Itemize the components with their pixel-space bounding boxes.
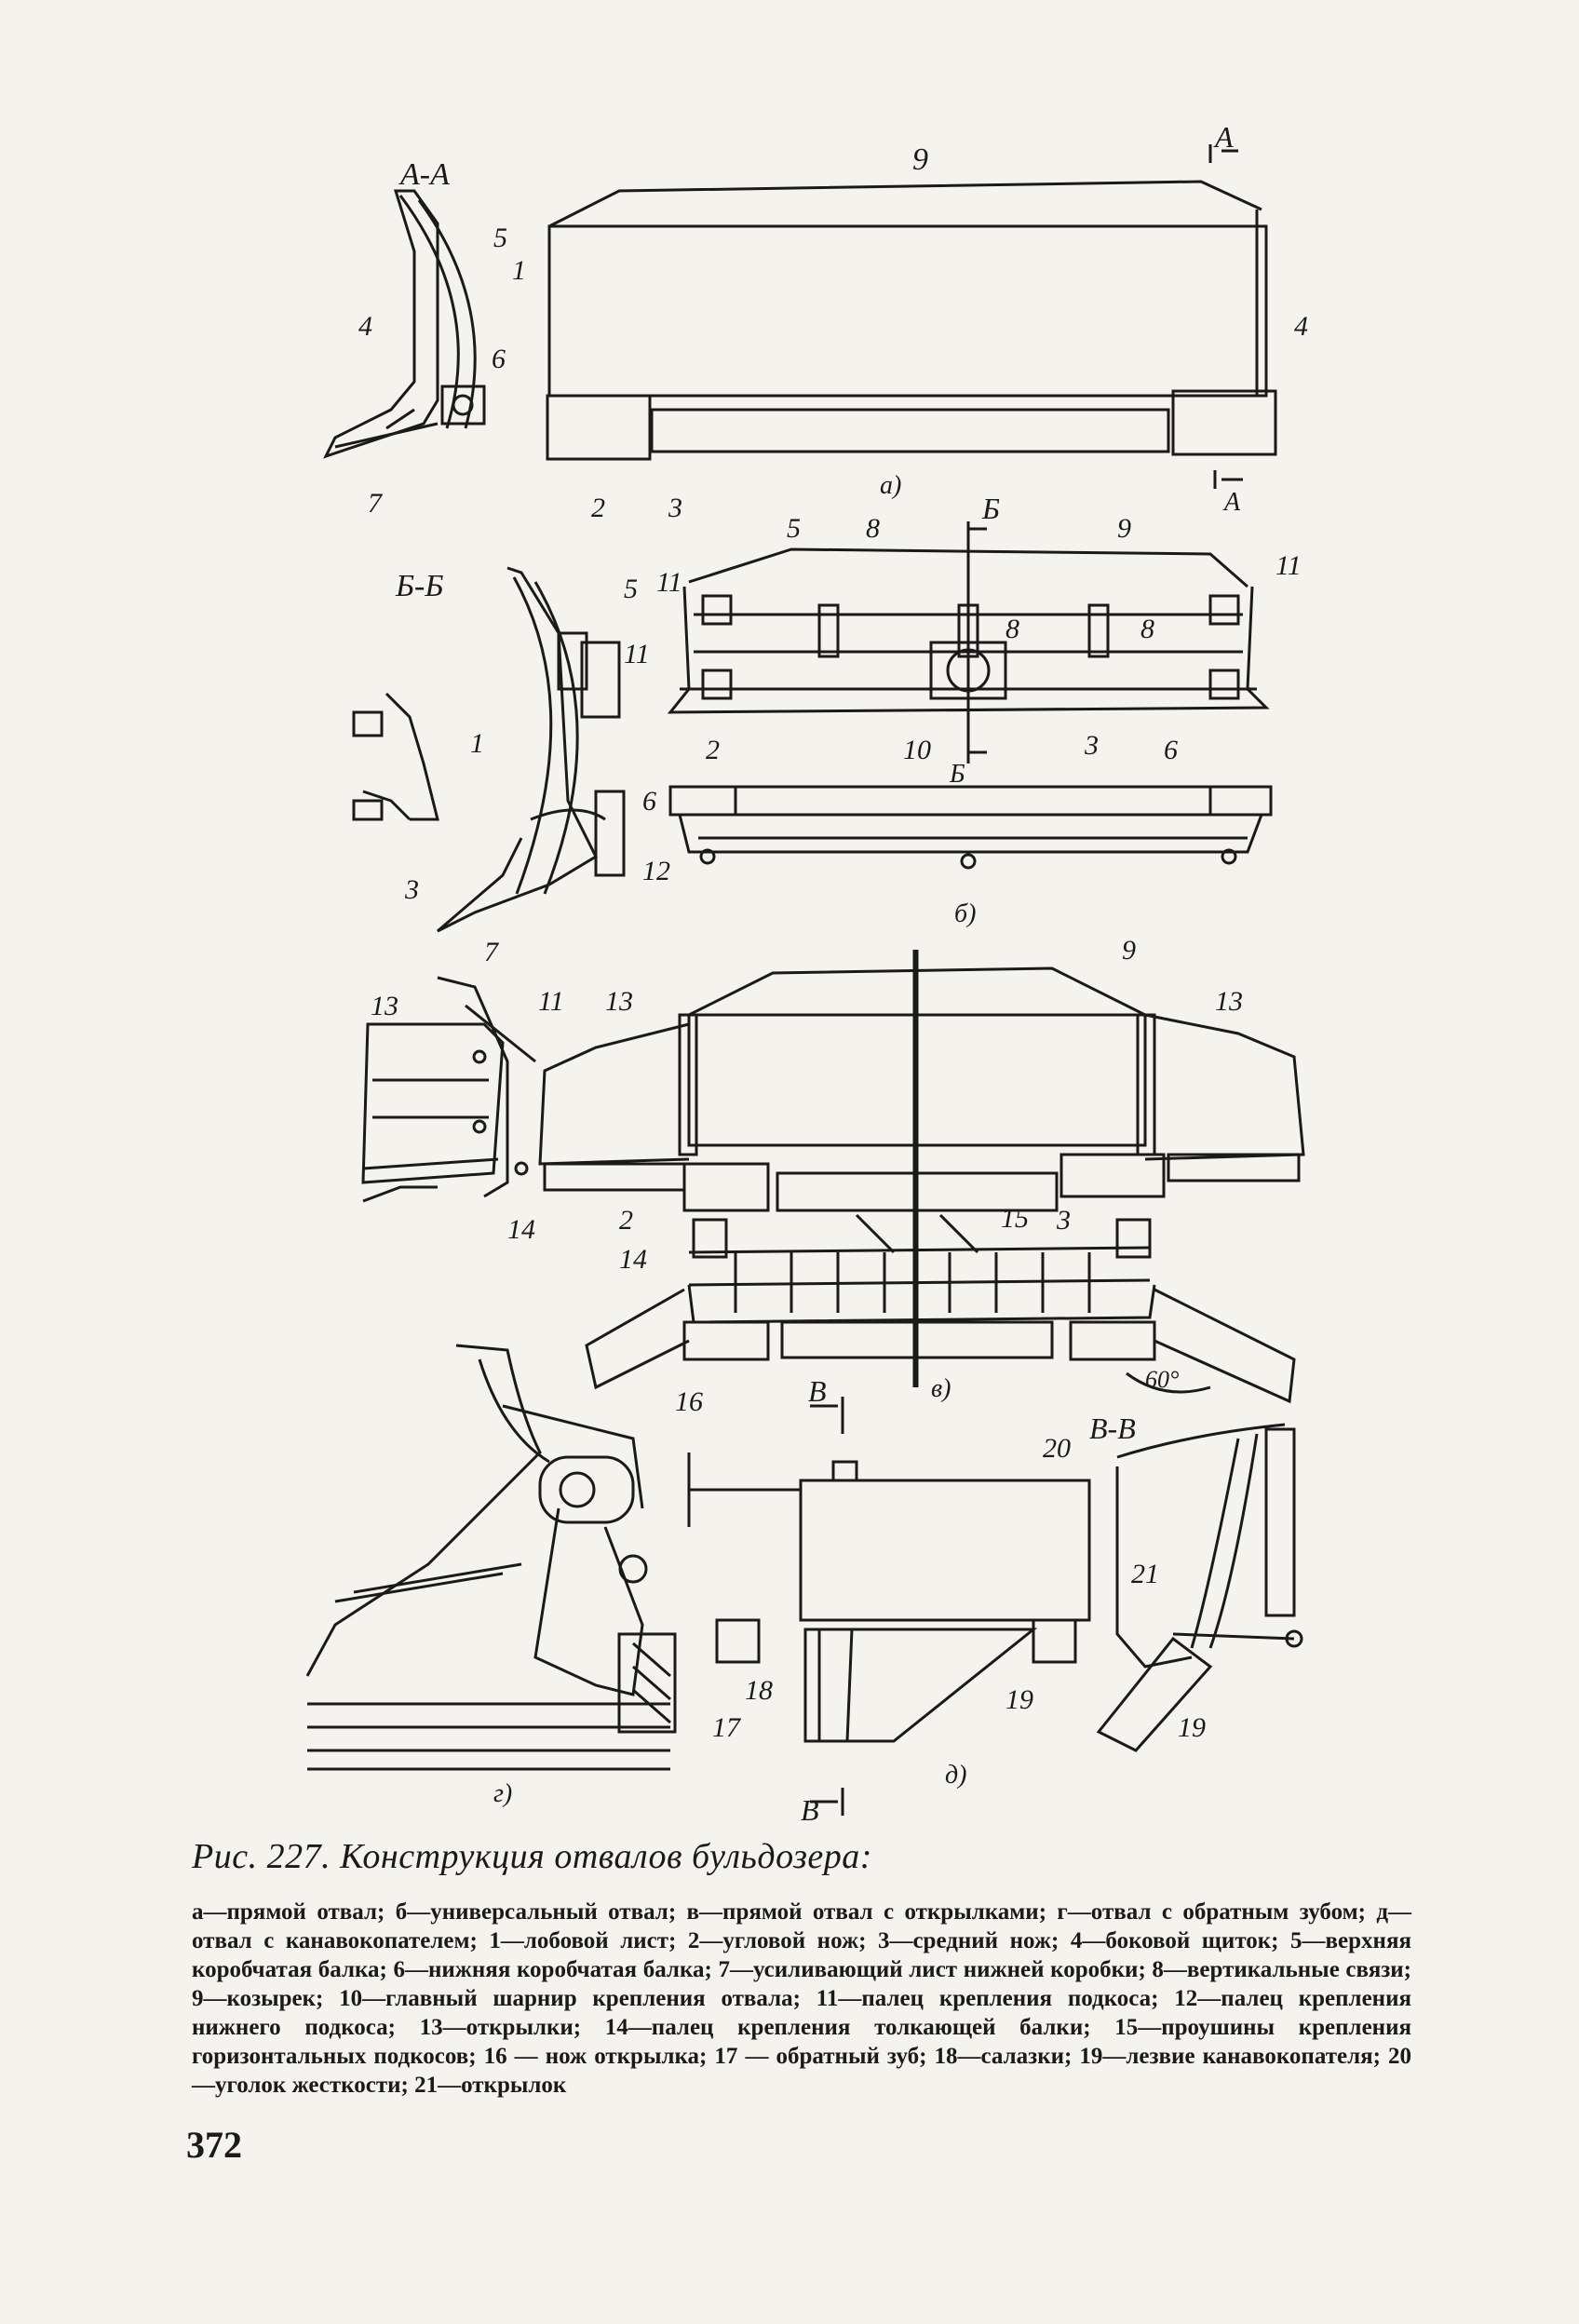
label-mark-b-top: Б — [981, 492, 1000, 525]
label-mark-a-top: А — [1213, 120, 1234, 154]
figure-caption-body: а—прямой отвал; б—универсальный отвал; в… — [192, 1899, 1411, 2098]
callout-7b: 7 — [484, 937, 500, 967]
callout-3c: 3 — [404, 874, 419, 905]
callout-15: 15 — [1001, 1203, 1029, 1234]
view-v-blade-with-wings — [538, 950, 1305, 1404]
callout-17: 17 — [712, 1712, 742, 1743]
label-section-bb: Б-Б — [395, 569, 443, 603]
callout-5c: 5 — [624, 574, 638, 604]
label-section-vv: В-В — [1089, 1412, 1136, 1445]
view-b-universal-blade-front — [668, 785, 1273, 870]
callout-4: 4 — [1294, 311, 1308, 342]
callout-9b: 9 — [1117, 513, 1131, 544]
callout-11: 11 — [1275, 550, 1302, 581]
label-view-g: г) — [493, 1779, 512, 1808]
callout-2: 2 — [591, 493, 605, 523]
callout-12: 12 — [642, 856, 670, 886]
callout-3d: 3 — [1056, 1205, 1071, 1236]
callout-13b: 13 — [605, 986, 633, 1017]
callout-11c: 11 — [624, 639, 650, 669]
view-d-ditcher-blade — [687, 1397, 1091, 1816]
callout-6b: 6 — [1164, 735, 1178, 765]
section-vv-profile — [1096, 1423, 1303, 1752]
callout-6: 6 — [492, 344, 506, 374]
section-with-wing — [361, 976, 536, 1203]
label-view-d: д) — [945, 1761, 967, 1790]
callout-11d: 11 — [538, 986, 564, 1017]
callout-8b: 8 — [1005, 614, 1019, 644]
callout-4b: 4 — [358, 311, 372, 342]
callout-13c: 13 — [1215, 986, 1243, 1017]
section-bb-profile — [352, 566, 626, 933]
callout-10: 10 — [903, 735, 931, 765]
callout-8: 8 — [866, 513, 880, 544]
label-angle: 60° — [1145, 1366, 1179, 1393]
callout-16: 16 — [675, 1386, 703, 1417]
label-mark-b-bottom: Б — [949, 760, 965, 789]
section-aa-profile — [323, 189, 486, 459]
callout-1b: 1 — [470, 728, 484, 759]
callout-1: 1 — [512, 255, 526, 286]
label-view-b: б) — [954, 899, 976, 928]
callout-13: 13 — [371, 991, 398, 1021]
callout-7: 7 — [368, 488, 384, 519]
callout-5b: 5 — [787, 513, 801, 544]
callout-6c: 6 — [642, 786, 656, 817]
label-mark-v-bottom: В — [801, 1793, 819, 1825]
page-number: 372 — [186, 2124, 242, 2166]
callout-3b: 3 — [1084, 730, 1099, 761]
callout-3: 3 — [668, 493, 682, 523]
view-g-reverse-tooth-blade — [305, 1344, 677, 1771]
callout-2c: 2 — [619, 1205, 633, 1236]
callout-19b: 19 — [1178, 1712, 1206, 1743]
callout-14: 14 — [507, 1214, 535, 1245]
view-a-straight-blade — [546, 144, 1277, 489]
callout-11b: 11 — [656, 567, 682, 598]
technical-drawing: A-A А А а) Б-Б Б Б б) в) 60° г) д) В В В… — [305, 120, 1308, 1825]
label-mark-v-top: В — [808, 1374, 827, 1408]
callout-18: 18 — [745, 1675, 773, 1706]
label-section-aa: A-A — [398, 157, 450, 192]
callout-5: 5 — [493, 223, 507, 253]
callout-9c: 9 — [1122, 935, 1136, 966]
callout-8c: 8 — [1140, 614, 1154, 644]
label-view-a: а) — [880, 471, 901, 500]
drawing-labels: A-A А А а) Б-Б Б Б б) в) 60° г) д) В В В… — [358, 120, 1308, 1825]
figure-caption-title: Рис. 227. Конструкция отвалов бульдозера… — [192, 1837, 872, 1876]
label-view-v: в) — [931, 1374, 951, 1403]
callout-21: 21 — [1131, 1559, 1159, 1589]
callout-2b: 2 — [706, 735, 720, 765]
label-mark-a-bottom: А — [1222, 488, 1241, 517]
callout-9: 9 — [912, 142, 928, 177]
callout-14b: 14 — [619, 1244, 647, 1275]
callout-20: 20 — [1043, 1433, 1071, 1464]
view-b-universal-blade-top — [667, 521, 1270, 763]
callout-19: 19 — [1005, 1684, 1033, 1715]
